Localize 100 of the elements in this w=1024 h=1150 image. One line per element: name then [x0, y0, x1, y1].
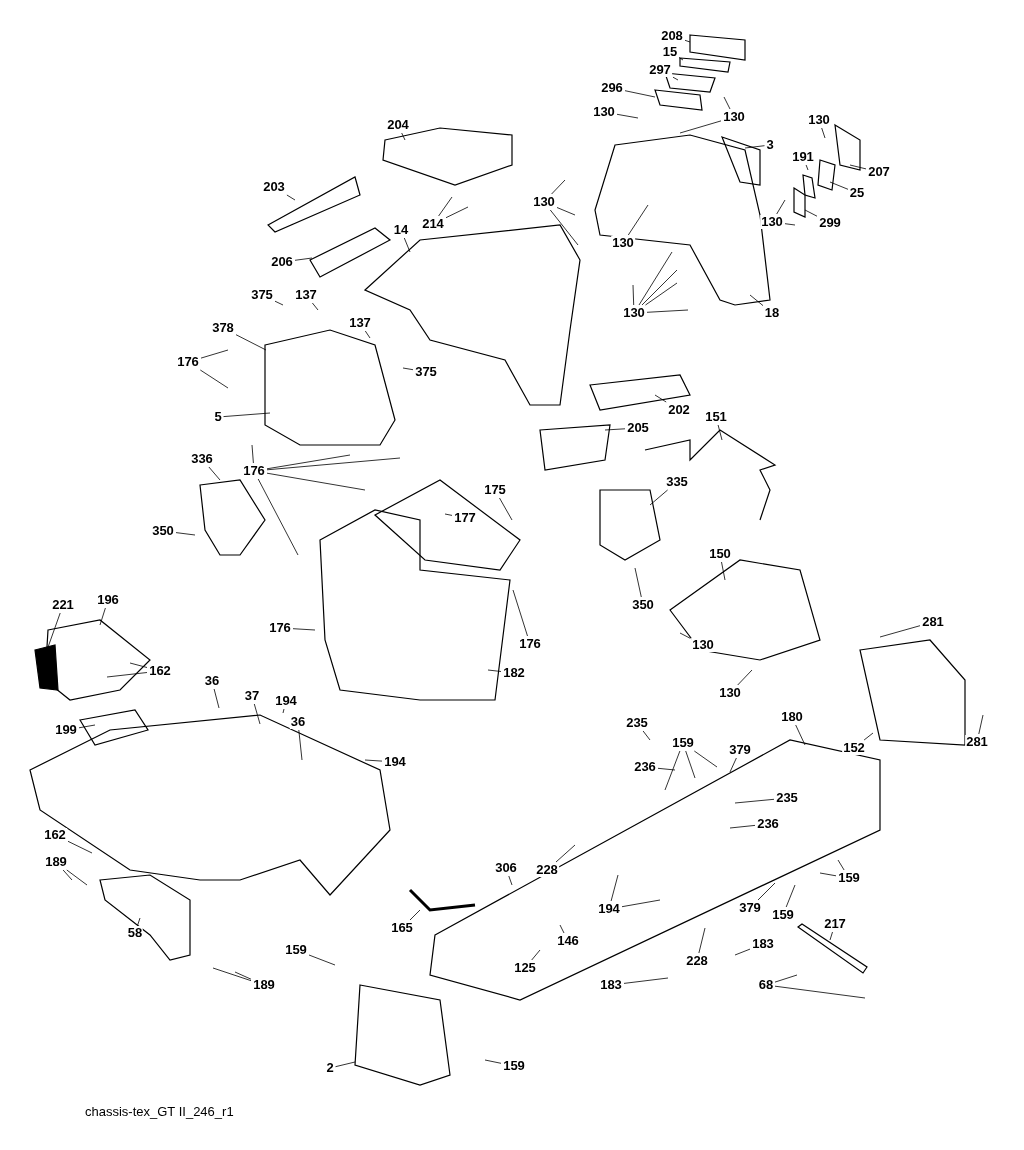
leader-line [734, 798, 775, 804]
callout-number: 375 [414, 365, 438, 379]
leader-line [664, 750, 681, 791]
callout-number: 214 [421, 217, 445, 231]
callout-number: 204 [386, 118, 410, 132]
leader-line [235, 334, 267, 351]
leader-line [749, 294, 764, 306]
leader-line [274, 300, 284, 306]
leader-line [292, 628, 316, 631]
leader-line [657, 767, 676, 771]
callout-number: 180 [780, 710, 804, 724]
leader-line [863, 732, 874, 741]
leader-line [266, 454, 351, 470]
leader-line [137, 917, 141, 926]
leader-line [234, 971, 252, 980]
leader-line [645, 282, 678, 306]
leader-line [819, 872, 837, 877]
callout-number: 137 [294, 288, 318, 302]
leader-line [67, 840, 93, 854]
leader-line [308, 954, 336, 966]
leader-line [266, 457, 401, 471]
leader-line [200, 349, 229, 359]
leader-line [646, 309, 689, 313]
leader-line [624, 90, 656, 98]
callout-number: 379 [728, 743, 752, 757]
callout-number: 151 [704, 410, 728, 424]
leader-line [335, 1061, 356, 1068]
callout-number: 159 [771, 908, 795, 922]
leader-line [757, 882, 776, 901]
callout-number: 130 [722, 110, 746, 124]
callout-number: 176 [176, 355, 200, 369]
callout-number: 296 [600, 81, 624, 95]
leader-line [621, 899, 661, 908]
callout-number: 130 [611, 236, 635, 250]
leader-line [294, 257, 313, 261]
leader-line [632, 284, 635, 306]
callout-number: 137 [348, 316, 372, 330]
callout-number: 375 [250, 288, 274, 302]
caption: chassis-tex_GT II_246_r1 [85, 1104, 234, 1119]
callout-number: 37 [243, 689, 261, 703]
leader-line [837, 859, 845, 871]
leader-line [555, 844, 576, 863]
callout-number: 15 [661, 45, 679, 59]
leader-line [556, 207, 576, 216]
callout-number: 235 [775, 791, 799, 805]
leader-line [208, 466, 221, 481]
leader-line [251, 444, 254, 464]
callout-number: 221 [51, 598, 75, 612]
callout-number: 18 [763, 306, 781, 320]
leader-line [298, 729, 303, 761]
leader-line [849, 164, 867, 170]
callout-number: 130 [592, 105, 616, 119]
callout-number: 3 [765, 138, 775, 152]
callout-number: 350 [151, 524, 175, 538]
leader-line [821, 127, 826, 139]
leader-line [634, 567, 642, 598]
callout-number: 281 [921, 615, 945, 629]
callout-number: 159 [284, 943, 308, 957]
callout-number: 14 [392, 223, 410, 237]
leader-line [62, 869, 73, 881]
callout-number: 177 [453, 511, 477, 525]
leader-line [717, 424, 723, 441]
callout-number: 199 [54, 723, 78, 737]
callout-number: 194 [597, 902, 621, 916]
callout-number: 183 [599, 978, 623, 992]
callout-number: 152 [842, 741, 866, 755]
leader-line [641, 269, 678, 306]
callout-number: 335 [665, 475, 689, 489]
leader-line [829, 931, 833, 941]
callout-number: 68 [757, 978, 775, 992]
leader-line [106, 672, 148, 678]
leader-line [445, 206, 469, 219]
callout-number: 130 [532, 195, 556, 209]
leader-line [785, 884, 796, 908]
callout-number: 5 [213, 410, 223, 424]
leader-line [99, 607, 106, 626]
leader-line [723, 96, 731, 110]
leader-line [364, 330, 371, 339]
leader-line [604, 428, 626, 431]
leader-line [654, 394, 667, 403]
callout-number: 191 [791, 150, 815, 164]
callout-number: 130 [760, 215, 784, 229]
leader-line [175, 532, 196, 536]
callout-number: 58 [126, 926, 144, 940]
leader-line [729, 825, 756, 829]
callout-number: 297 [648, 63, 672, 77]
leader-line [744, 145, 765, 149]
callout-number: 125 [513, 961, 537, 975]
callout-number: 189 [252, 978, 276, 992]
leader-line [266, 472, 366, 491]
leader-line [616, 113, 639, 119]
leader-line [223, 412, 271, 417]
leader-line [129, 662, 148, 668]
callout-number: 159 [671, 736, 695, 750]
leader-line [784, 223, 796, 226]
callout-number: 176 [518, 637, 542, 651]
callout-number: 203 [262, 180, 286, 194]
callout-number: 36 [289, 715, 307, 729]
leader-line [531, 949, 541, 961]
callout-number: 189 [44, 855, 68, 869]
